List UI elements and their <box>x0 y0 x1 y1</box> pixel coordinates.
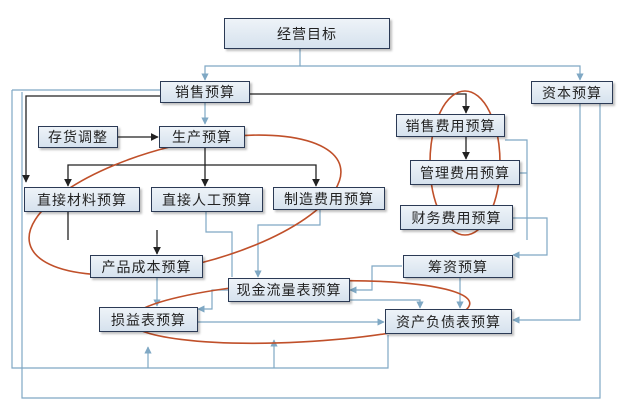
finance-expense-budget-box[interactable]: 财务费用预算 <box>400 205 513 230</box>
capital-budget-box[interactable]: 资本预算 <box>531 81 613 104</box>
income-statement-budget-box[interactable]: 损益表预算 <box>99 307 198 332</box>
sales-budget-box[interactable]: 销售预算 <box>160 81 250 103</box>
balance-sheet-budget-box[interactable]: 资产负债表预算 <box>385 309 512 334</box>
goal-to-capital-line <box>300 65 584 81</box>
left-inner-frame <box>21 92 601 399</box>
goal-box[interactable]: 经营目标 <box>224 18 390 49</box>
capital-to-balance-arrow <box>512 104 581 324</box>
financing-to-cash-arrow <box>349 265 402 294</box>
manufacturing-overhead-budget-box[interactable]: 制造费用预算 <box>273 187 385 210</box>
production-to-material-arrow <box>64 148 206 187</box>
cash-flow-budget-box[interactable]: 现金流量表预算 <box>228 278 350 302</box>
direct-material-budget-box[interactable]: 直接材料预算 <box>24 187 140 212</box>
direct-labor-budget-box[interactable]: 直接人工预算 <box>151 187 263 212</box>
goal-to-sales-arrow <box>201 49 301 81</box>
admin-expense-budget-box[interactable]: 管理费用预算 <box>410 160 520 185</box>
financing-budget-box[interactable]: 筹资预算 <box>403 255 513 278</box>
sales-to-selling-expense-arrow <box>250 93 470 114</box>
sales-to-production-left-arrow <box>22 95 160 183</box>
production-to-manuf-arrow <box>205 164 320 187</box>
manuf-to-cash-line <box>254 210 321 278</box>
selling-expense-budget-box[interactable]: 销售费用预算 <box>396 114 505 137</box>
inventory-adjust-box[interactable]: 存货调整 <box>38 126 118 148</box>
labor-to-cash-line <box>205 212 233 277</box>
production-budget-box[interactable]: 生产预算 <box>159 126 245 148</box>
finance-to-financing-arrow <box>512 217 548 259</box>
product-cost-budget-box[interactable]: 产品成本预算 <box>90 255 203 278</box>
dark-connectors <box>22 93 470 255</box>
cash-to-balance-arrow <box>350 299 424 309</box>
left-outer-frame <box>11 89 389 369</box>
